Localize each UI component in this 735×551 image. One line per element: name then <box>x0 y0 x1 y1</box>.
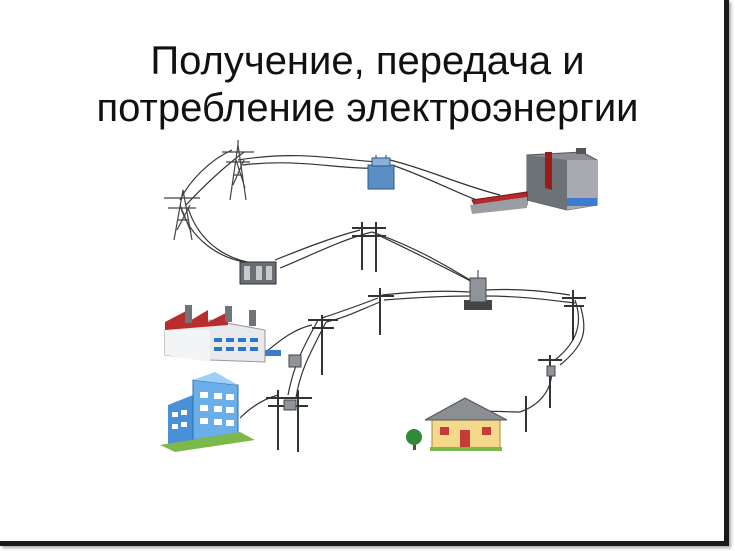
slide-title: Получение, передача и потребление электр… <box>0 38 735 132</box>
transformer-icon <box>367 155 395 190</box>
transmission-tower-icon <box>222 140 254 201</box>
tree-icon <box>406 429 422 450</box>
transformer-icon <box>546 365 556 377</box>
title-line-2: потребление электроэнергии <box>96 86 639 130</box>
transformer-icon <box>464 270 492 310</box>
transformer-icon <box>288 354 302 368</box>
utility-pole-icon <box>352 222 386 272</box>
title-line-1: Получение, передача и <box>150 39 585 83</box>
factory-icon <box>164 305 281 363</box>
transmission-tower-icon <box>164 189 200 241</box>
utility-pole-icon <box>266 390 312 452</box>
utility-pole-icon <box>562 290 586 340</box>
utility-pole-icon <box>308 315 338 375</box>
utility-pole-icon <box>538 355 562 408</box>
transformer-icon <box>239 261 277 285</box>
office-building-icon <box>160 372 255 452</box>
utility-pole-icon <box>368 288 394 335</box>
power-plant-icon <box>470 148 598 214</box>
transformer-icon <box>283 399 297 411</box>
house-icon <box>424 397 508 451</box>
